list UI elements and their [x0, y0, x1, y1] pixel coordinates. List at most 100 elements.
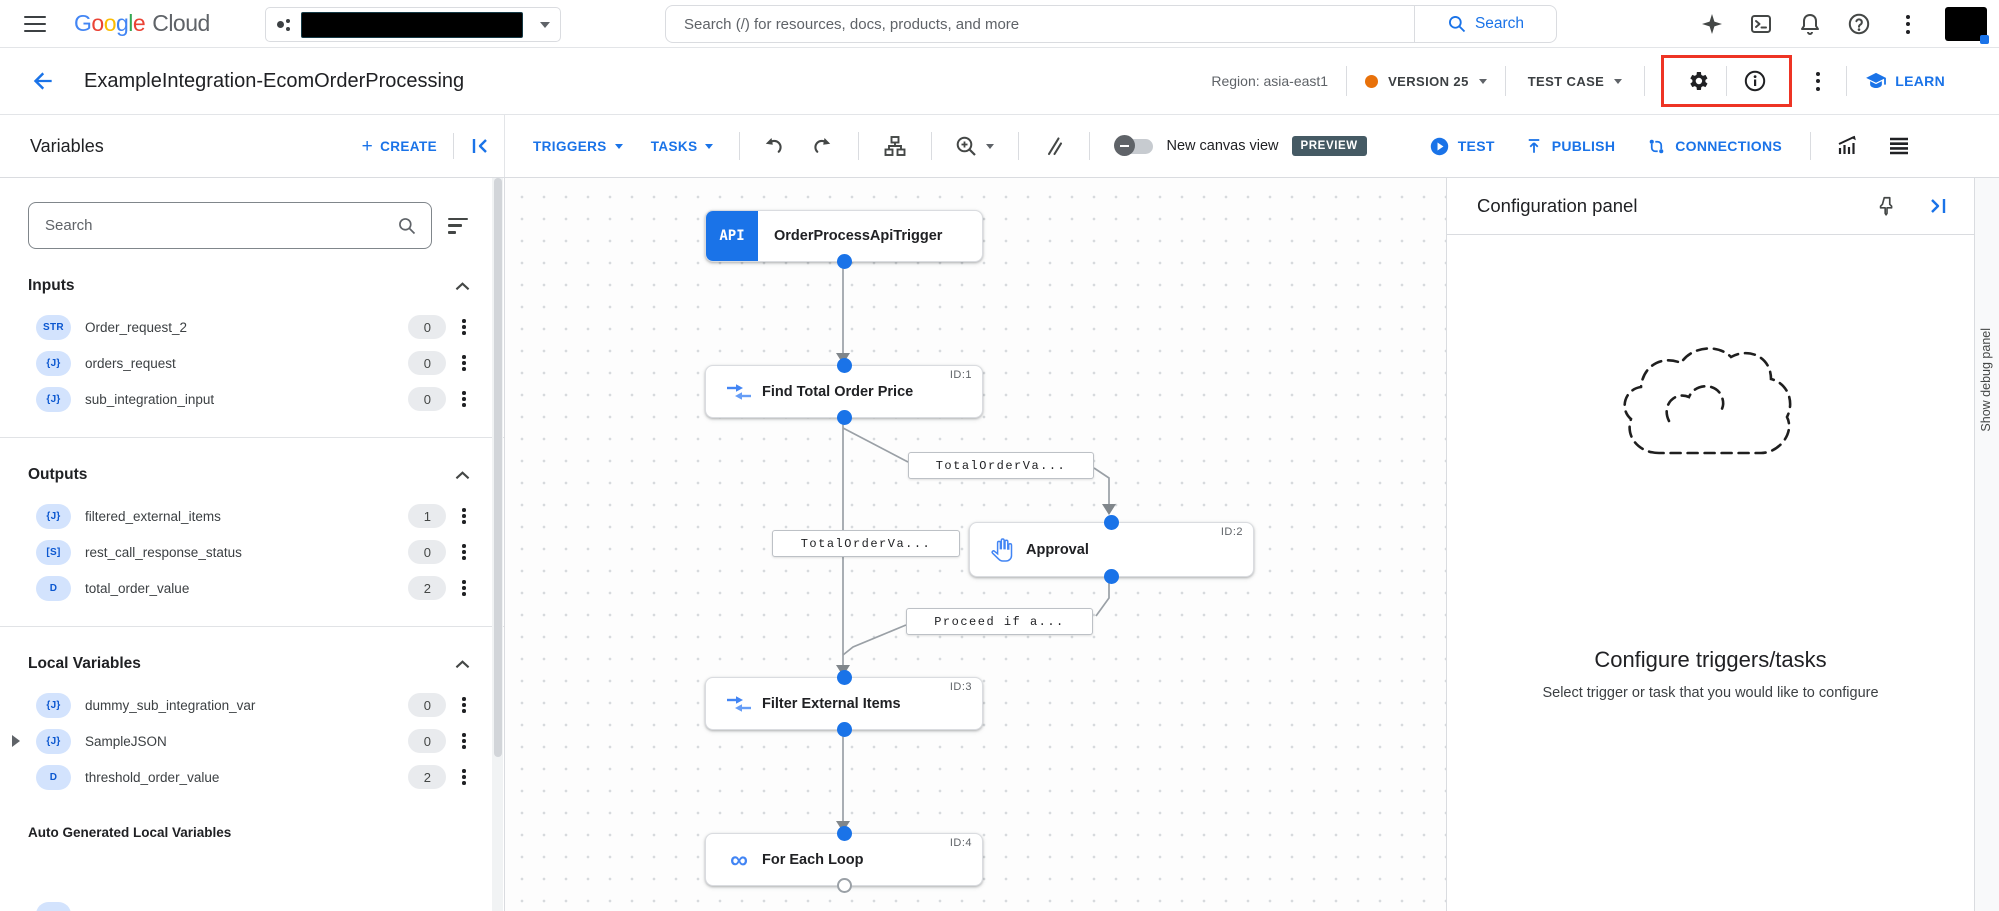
node-approval[interactable]: ID:2 Approval [969, 515, 1254, 584]
variables-search-input[interactable] [45, 217, 397, 234]
variable-more-icon[interactable] [446, 764, 470, 790]
edge-condition-label[interactable]: TotalOrderVa... [908, 452, 1094, 479]
triggers-menu[interactable]: TRIGGERS [533, 139, 623, 154]
variables-search-box [28, 202, 432, 249]
section-header-outputs[interactable]: Outputs [28, 466, 470, 484]
auto-generated-variables-header: Auto Generated Local Variables [28, 825, 232, 840]
node-filter-external-items[interactable]: ID:3 Filter External Items [705, 670, 983, 737]
pin-icon[interactable] [1876, 195, 1898, 217]
search-icon [399, 217, 416, 234]
integration-canvas[interactable]: TotalOrderVa... TotalOrderVa... Proceed … [505, 178, 1446, 911]
sidebar-scrollbar[interactable] [492, 178, 503, 911]
node-order-process-api-trigger[interactable]: API OrderProcessApiTrigger [705, 210, 983, 269]
usage-count-badge: 0 [408, 315, 447, 339]
variable-row[interactable]: {J} dummy_sub_integration_var 0 [28, 687, 470, 723]
variable-name: SampleJSON [85, 733, 167, 749]
variable-row[interactable]: STR Order_request_2 0 [28, 309, 470, 345]
empty-state-subtext: Select trigger or task that you would li… [1542, 685, 1879, 701]
data-mapping-icon [724, 382, 754, 402]
input-port[interactable] [1104, 515, 1119, 530]
variable-type-badge: {J} [36, 728, 71, 754]
edge-condition-label[interactable]: TotalOrderVa... [772, 530, 960, 557]
metrics-chart-icon[interactable] [1835, 134, 1859, 158]
connections-button[interactable]: CONNECTIONS [1647, 137, 1782, 156]
new-canvas-view-toggle[interactable] [1114, 135, 1154, 156]
undo-icon[interactable] [762, 134, 786, 158]
tasks-menu[interactable]: TASKS [651, 139, 714, 154]
variable-row[interactable]: {J} orders_request 0 [28, 345, 470, 381]
learn-button[interactable]: LEARN [1865, 72, 1945, 90]
variable-type-badge: {J} [36, 350, 71, 376]
test-case-selector[interactable]: TEST CASE [1528, 74, 1623, 89]
execution-logs-icon[interactable] [1887, 134, 1911, 158]
variable-more-icon[interactable] [446, 539, 470, 565]
account-avatar[interactable] [1945, 7, 1989, 44]
notifications-bell-icon[interactable] [1798, 12, 1822, 36]
output-port[interactable] [836, 878, 852, 893]
edge-condition-label[interactable]: Proceed if a... [906, 608, 1093, 635]
output-port[interactable] [836, 254, 852, 269]
usage-count-badge: 0 [408, 351, 447, 375]
input-port[interactable] [836, 358, 852, 373]
variable-row[interactable]: {J} filtered_external_items 1 [28, 498, 470, 534]
variable-row[interactable]: D threshold_order_value 2 [28, 759, 470, 795]
back-arrow-icon[interactable] [30, 68, 56, 94]
variable-more-icon[interactable] [446, 575, 470, 601]
expand-arrow-icon[interactable] [12, 735, 20, 747]
variable-row[interactable]: {J} SampleJSON 0 [12, 723, 470, 759]
info-button[interactable] [1727, 69, 1783, 93]
collapse-panel-icon[interactable] [470, 136, 490, 156]
variable-name: threshold_order_value [85, 769, 220, 785]
chevron-down-icon [614, 143, 623, 149]
version-selector[interactable]: VERSION 25 [1365, 74, 1487, 89]
editor-toolbar: Variables + CREATE TRIGGERS TASKS [0, 115, 1999, 178]
settings-gear-button[interactable] [1670, 69, 1726, 93]
global-search-button[interactable]: Search [1414, 6, 1556, 42]
project-selector[interactable] [265, 7, 561, 42]
output-port[interactable] [1104, 569, 1119, 584]
auto-layout-icon[interactable] [883, 134, 907, 158]
variable-more-icon[interactable] [446, 314, 470, 340]
variable-name: total_order_value [85, 580, 190, 596]
usage-count-badge: 0 [408, 540, 447, 564]
variable-more-icon[interactable] [446, 386, 470, 412]
input-port[interactable] [836, 670, 852, 685]
cloud-shell-icon[interactable] [1749, 12, 1773, 36]
global-search-bar: Search [665, 5, 1557, 43]
node-for-each-loop[interactable]: ID:4 ∞ For Each Loop [705, 826, 983, 893]
chevron-up-icon [455, 281, 470, 290]
variable-more-icon[interactable] [446, 503, 470, 529]
section-header-inputs[interactable]: Inputs [28, 277, 470, 295]
node-find-total-order-price[interactable]: ID:1 Find Total Order Price [705, 358, 983, 425]
output-port[interactable] [836, 410, 852, 425]
zoom-control[interactable] [954, 134, 995, 158]
preview-badge: PREVIEW [1291, 136, 1367, 156]
section-header-local-variables[interactable]: Local Variables [28, 655, 470, 673]
help-icon[interactable] [1847, 12, 1871, 36]
variable-more-icon[interactable] [446, 728, 470, 754]
more-icon[interactable] [1896, 9, 1920, 40]
main-menu-icon[interactable] [24, 14, 46, 34]
variable-row[interactable]: [S] rest_call_response_status 0 [28, 534, 470, 570]
variable-row[interactable]: {J} sub_integration_input 0 [28, 381, 470, 417]
output-port[interactable] [836, 722, 852, 737]
edge-style-wand-icon[interactable] [1041, 134, 1065, 158]
sort-filter-icon[interactable] [448, 217, 470, 235]
input-port[interactable] [836, 826, 852, 841]
redo-icon[interactable] [810, 134, 834, 158]
gemini-sparkle-icon[interactable] [1700, 12, 1724, 36]
variable-row[interactable]: D total_order_value 2 [28, 570, 470, 606]
loop-infinity-icon: ∞ [730, 845, 748, 874]
collapse-right-icon[interactable] [1928, 196, 1948, 216]
show-debug-panel-strip[interactable]: Show debug panel [1974, 178, 1999, 911]
usage-count-badge: 0 [408, 729, 447, 753]
publish-button[interactable]: PUBLISH [1525, 137, 1616, 155]
google-cloud-logo[interactable]: Google Cloud [74, 10, 210, 36]
test-button[interactable]: TEST [1430, 137, 1495, 156]
global-search-input[interactable] [666, 15, 1414, 33]
create-variable-button[interactable]: + CREATE [361, 135, 437, 157]
variable-more-icon[interactable] [446, 350, 470, 376]
variable-type-badge: D [36, 575, 71, 601]
variable-more-icon[interactable] [446, 692, 470, 718]
header-more-icon[interactable] [1806, 66, 1830, 97]
